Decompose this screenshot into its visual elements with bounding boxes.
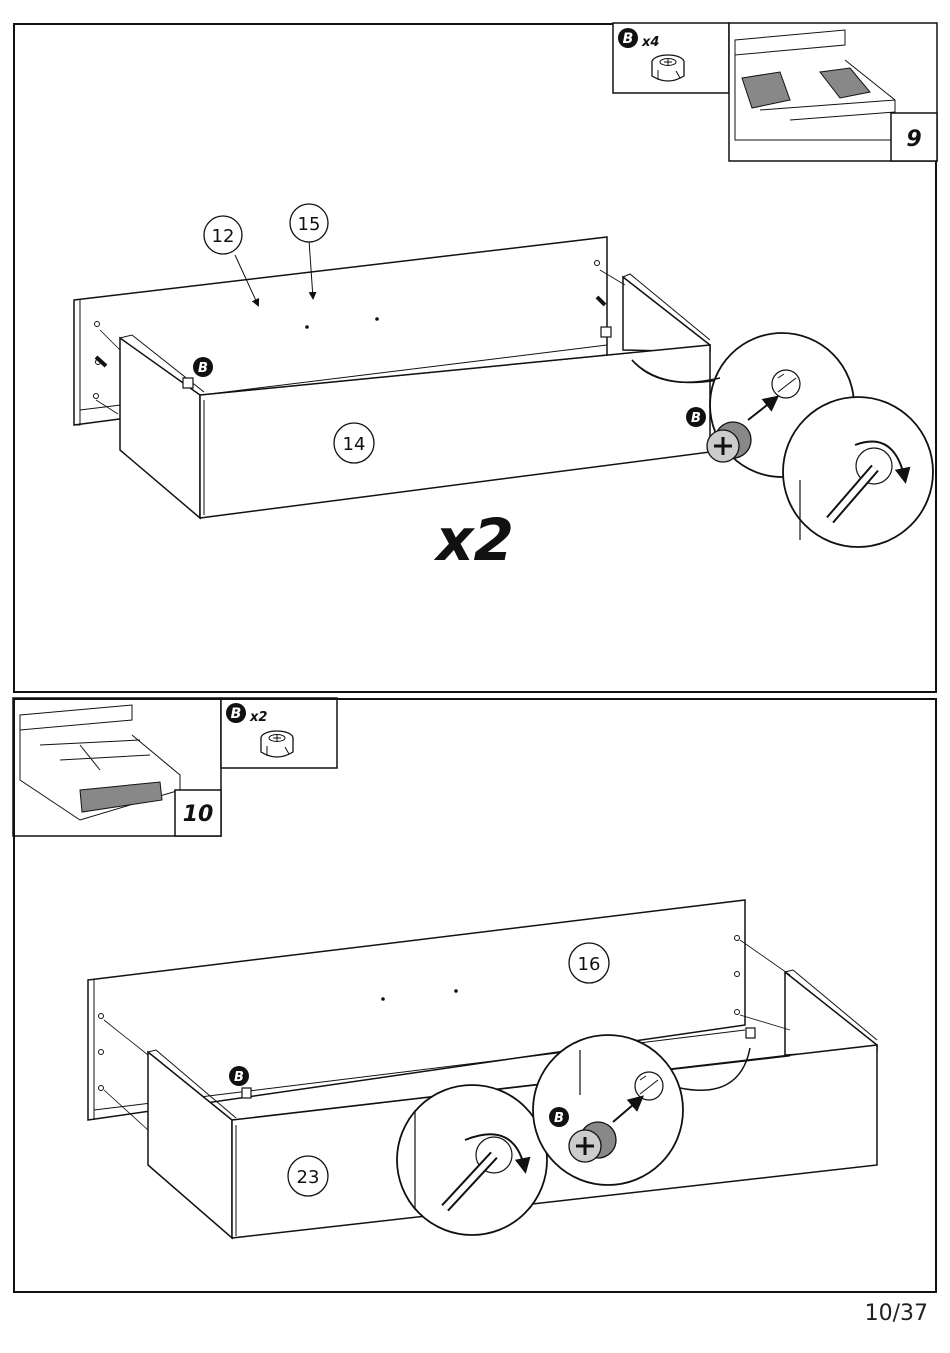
callout-b-marker: B <box>686 407 706 427</box>
svg-text:12: 12 <box>212 226 235 247</box>
hardware-b-badge: B <box>618 28 638 48</box>
drawer-assembly-step-9 <box>74 237 710 518</box>
step-number: 9 <box>906 127 921 152</box>
part-label-15: 15 <box>290 204 328 242</box>
svg-text:B: B <box>623 31 634 47</box>
part-label-12: 12 <box>204 216 242 254</box>
hardware-count: x4 <box>641 35 659 50</box>
step-10-panel <box>13 698 937 1293</box>
svg-text:B: B <box>198 361 208 376</box>
overview-thumbnail-step-9: 9 <box>729 23 937 161</box>
page-number: 10/37 <box>865 1301 928 1326</box>
multiplier-label: x2 <box>433 506 514 574</box>
hardware-b-marker: B <box>193 357 213 377</box>
svg-text:B: B <box>691 411 701 426</box>
detail-callout-screwdriver <box>783 397 933 547</box>
svg-text:14: 14 <box>343 434 366 455</box>
hardware-box-step-9: B x4 <box>613 23 729 93</box>
part-label-14: 14 <box>334 423 374 463</box>
svg-text:15: 15 <box>298 214 321 235</box>
cam-lock-icon <box>652 55 684 81</box>
